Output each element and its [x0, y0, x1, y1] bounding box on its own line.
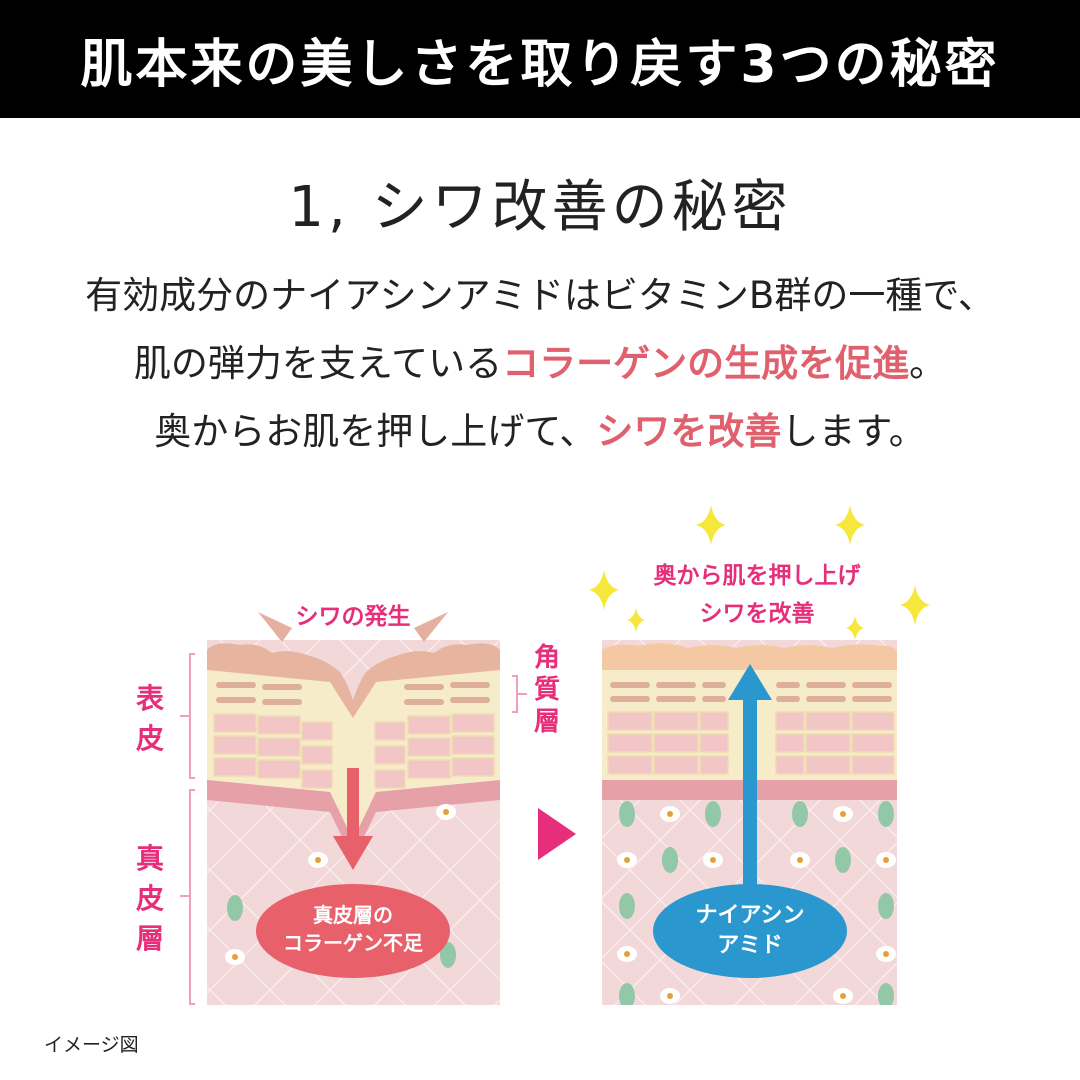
sparkle-icon	[846, 616, 864, 640]
sparkle-icon	[696, 505, 726, 545]
footnote: イメージ図	[44, 1034, 139, 1056]
dermis-bracket	[189, 789, 195, 1005]
after-bubble-line2: アミド	[717, 933, 783, 958]
header-title: 肌本来の美しさを取り戻す3つの秘密	[80, 34, 1000, 95]
arrow-up-head	[728, 664, 772, 700]
corneum-bracket	[512, 675, 518, 713]
after-panel	[602, 640, 897, 1005]
line1-text: 有効成分のナイアシンアミドはビタミンB群の一種で、	[85, 274, 995, 317]
before-bubble	[256, 884, 450, 978]
line2-text-b: 。	[909, 342, 947, 385]
after-callout-line1: 奥から肌を押し上げ	[654, 562, 862, 589]
line2-highlight: コラーゲンの生成を促進	[502, 342, 910, 385]
after-callout-line2: シワを改善	[700, 600, 815, 627]
arrow-down-head	[333, 836, 373, 870]
description-line-2: 肌の弾力を支えているコラーゲンの生成を促進。	[0, 330, 1080, 398]
after-bubble-line1: ナイアシン	[695, 903, 804, 928]
arrow-up-shaft	[743, 700, 757, 910]
header-banner: 肌本来の美しさを取り戻す3つの秘密	[0, 0, 1080, 118]
line3-highlight: シワを改善	[596, 410, 782, 453]
section-title: 1, シワ改善の秘密	[288, 175, 792, 240]
before-bubble-line2: コラーゲン不足	[283, 931, 424, 955]
play-arrow-icon	[538, 808, 576, 860]
label-epidermis-1: 表	[136, 682, 164, 715]
epidermis-bracket	[189, 653, 195, 779]
label-corneum-2: 質	[534, 675, 560, 705]
sparkle-icon	[835, 505, 865, 545]
label-epidermis-2: 皮	[136, 722, 164, 755]
arrow-down-shaft	[347, 768, 359, 840]
label-dermis-3: 層	[136, 922, 164, 955]
label-dermis-2: 皮	[136, 882, 164, 915]
line3-text-b: します。	[781, 410, 926, 453]
description-line-1: 有効成分のナイアシンアミドはビタミンB群の一種で、	[0, 262, 1080, 330]
description-line-3: 奥からお肌を押し上げて、シワを改善します。	[0, 398, 1080, 466]
sparkle-icon	[627, 608, 645, 632]
chevron-right-icon	[414, 612, 448, 642]
stratum-corneum	[602, 643, 897, 670]
line2-text-a: 肌の弾力を支えている	[133, 342, 503, 385]
description: 有効成分のナイアシンアミドはビタミンB群の一種で、 肌の弾力を支えているコラーゲ…	[0, 262, 1080, 466]
sparkle-icon	[589, 570, 619, 610]
line3-text-a: 奥からお肌を押し上げて、	[154, 410, 597, 453]
stratum-corneum	[207, 643, 500, 718]
sparkle-icon	[900, 585, 930, 625]
epidermis-layer	[207, 664, 500, 840]
label-dermis-1: 真	[136, 842, 164, 875]
label-corneum-3: 層	[534, 707, 560, 737]
before-callout: シワの発生	[296, 604, 411, 630]
after-bubble	[653, 884, 847, 978]
chevron-left-icon	[258, 612, 292, 642]
label-corneum-1: 角	[534, 642, 560, 673]
before-bubble-line1: 真皮層の	[313, 903, 393, 927]
